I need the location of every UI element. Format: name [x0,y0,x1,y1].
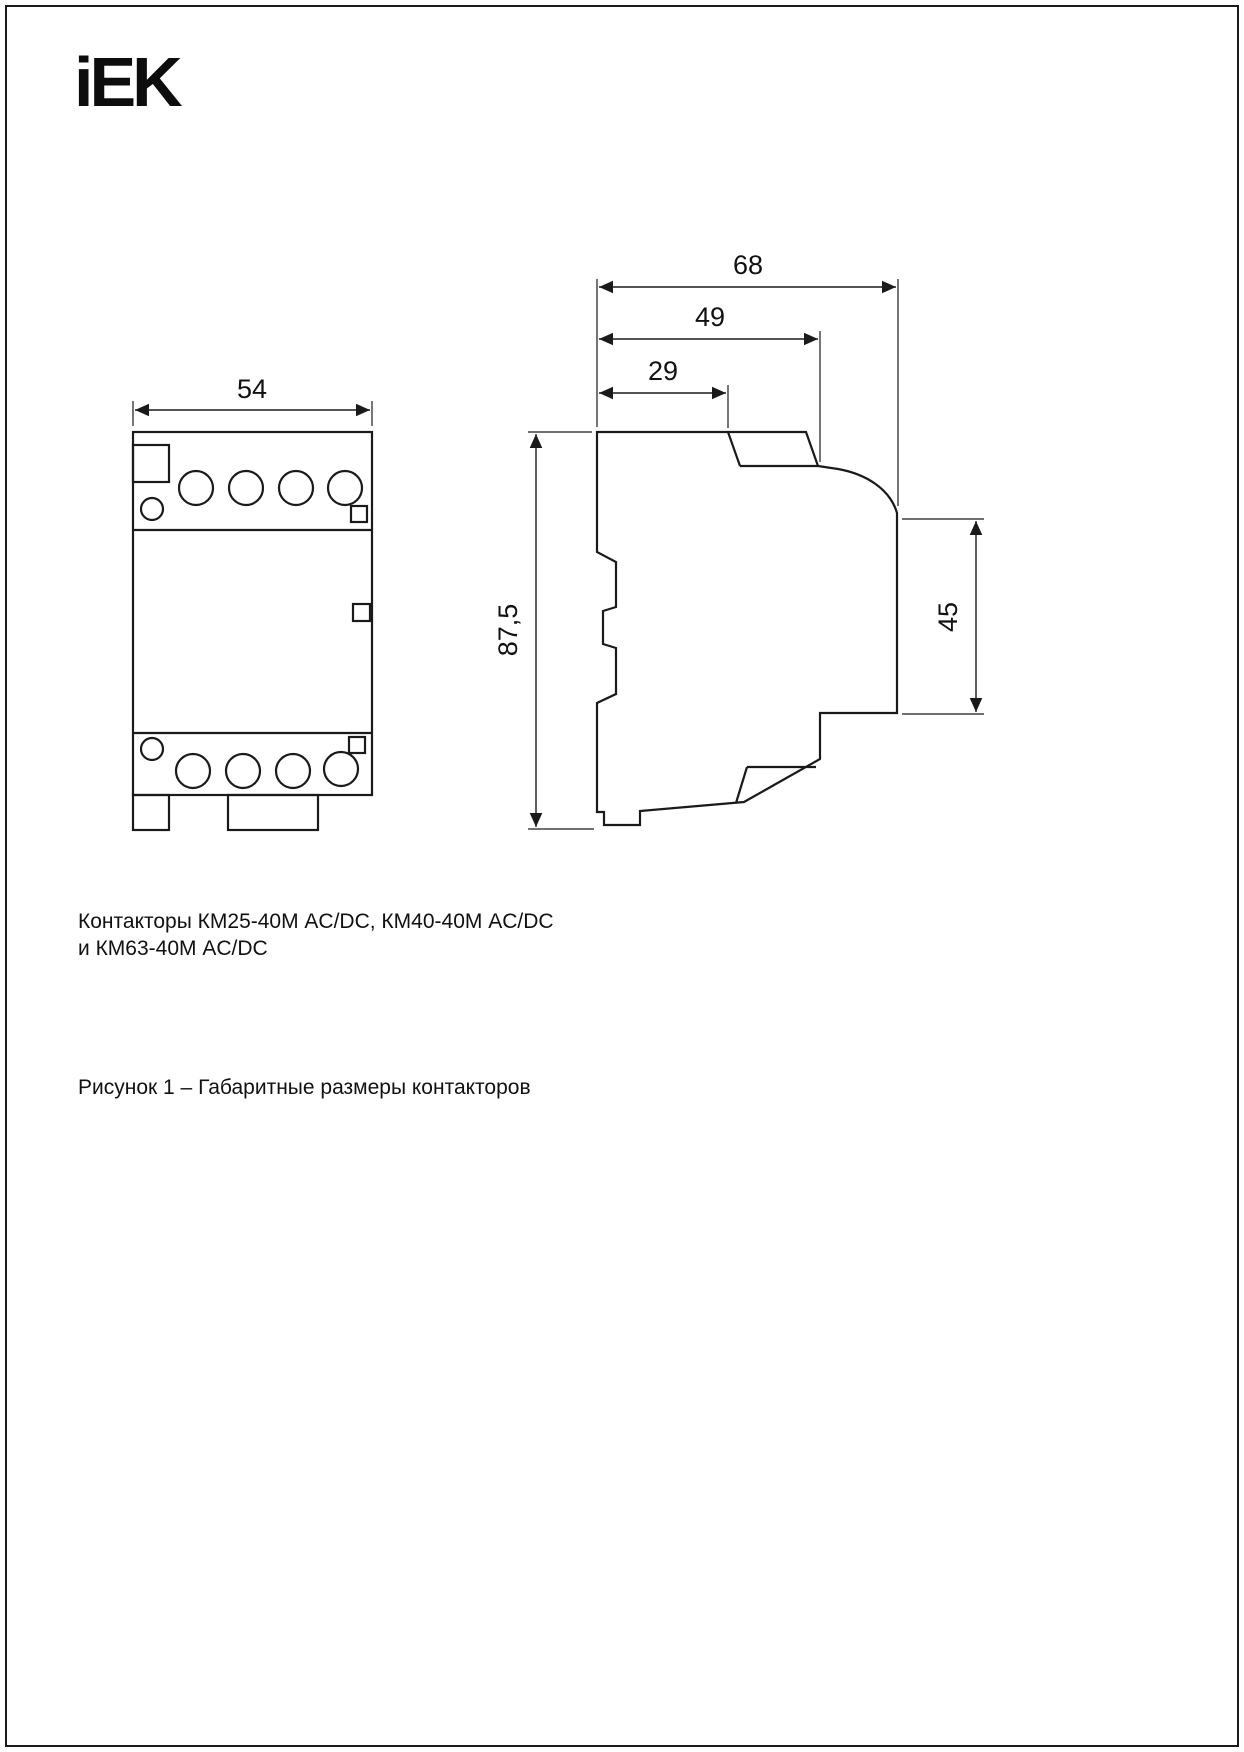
front-top-left-notch [131,443,171,484]
dim-height: 87,5 [493,431,594,830]
front-bottom-small-hole [139,736,165,762]
front-terminal-hole [322,750,360,788]
dim-depth-49: 49 [599,302,821,462]
iek-logo: iEK [74,43,183,121]
front-terminal-hole [227,469,265,507]
dim-overall-depth: 68 [596,250,899,506]
model-caption-line1: Контакторы КМ25-40М AC/DC, КМ40-40М AC/D… [78,910,554,933]
front-top-small-hole [139,496,165,522]
model-caption: Контакторы КМ25-40М AC/DC, КМ40-40М AC/D… [78,908,554,962]
dim-49-label: 49 [695,302,725,332]
front-view [131,430,374,832]
front-middle-slot [351,602,372,623]
front-bottom-right-slot [347,735,367,755]
front-terminal-hole [274,752,312,790]
front-terminal-hole [277,469,315,507]
dim-29-label: 29 [648,356,678,386]
dim-45-label: 45 [933,602,963,632]
front-center-foot [226,793,320,832]
dim-68-label: 68 [733,250,763,280]
front-terminal-hole [174,752,212,790]
front-terminal-hole [224,752,262,790]
model-caption-line2: и КМ63-40М AC/DC [78,937,268,960]
dim-depth-29: 29 [599,356,729,428]
front-terminal-hole [177,469,215,507]
dim-87-5-label: 87,5 [493,604,523,657]
front-top-right-slot [349,504,369,524]
figure-caption: Рисунок 1 – Габаритные размеры контактор… [78,1076,531,1099]
side-view [595,430,899,827]
dim-front-width: 54 [132,374,373,426]
front-terminal-hole [326,469,364,507]
dim-54-label: 54 [237,374,267,404]
dim-front-height: 45 [902,518,984,715]
front-left-foot [131,793,171,832]
